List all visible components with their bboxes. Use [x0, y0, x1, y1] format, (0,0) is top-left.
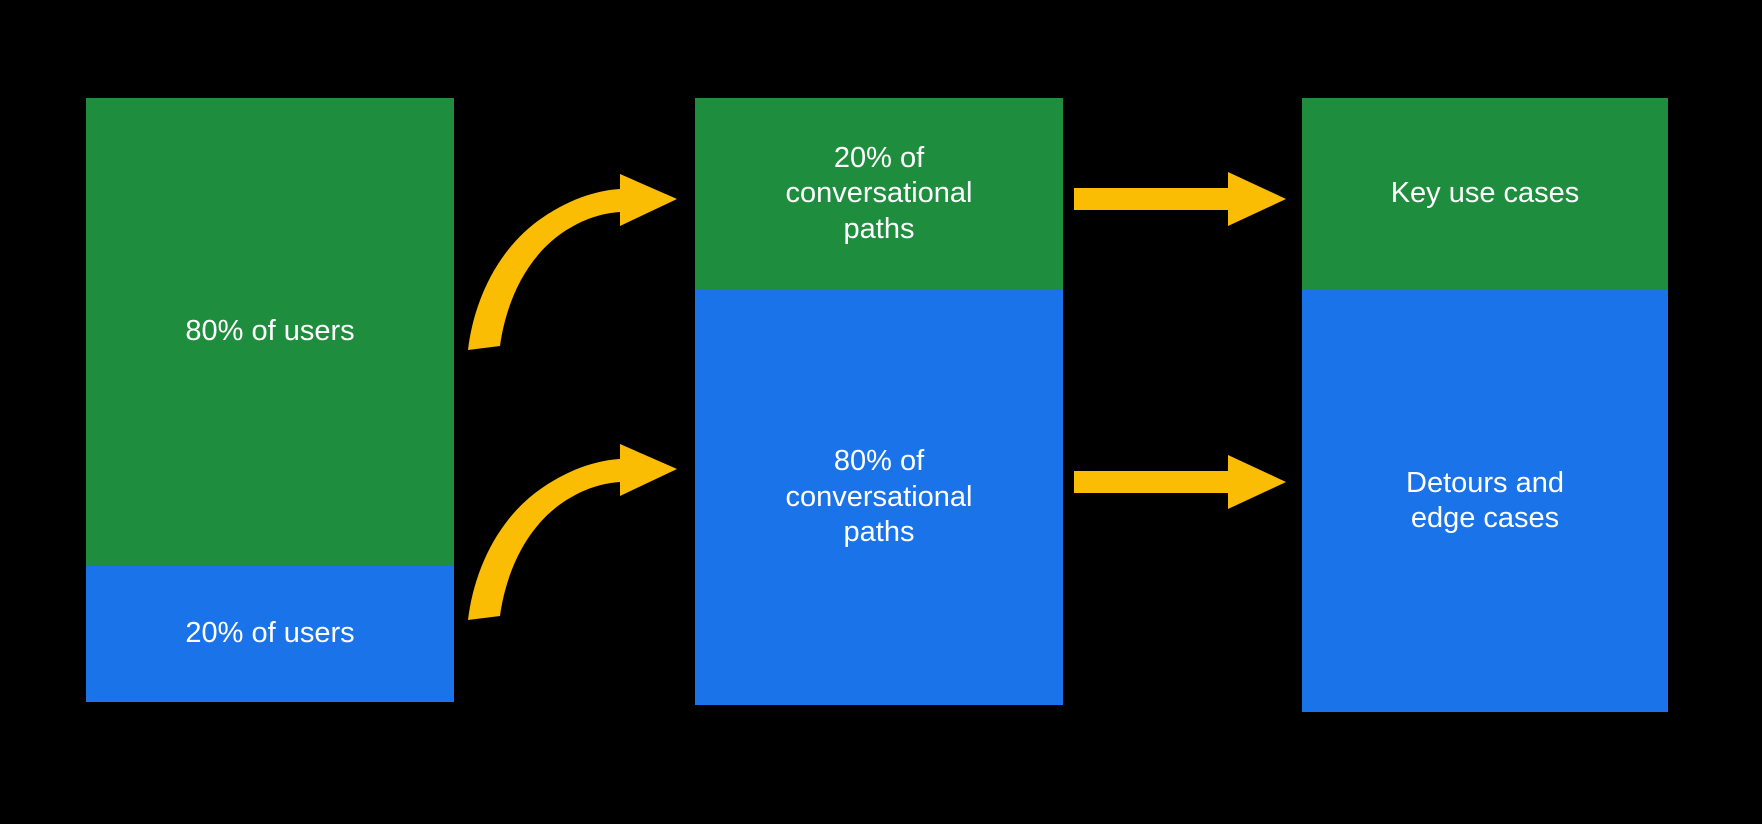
- curved-arrow-blue-icon: [468, 444, 677, 620]
- segment-label: 80% of users: [185, 315, 355, 348]
- segment-paths-blue: 80% of conversational paths: [695, 290, 1063, 705]
- segment-outcomes-blue: Detours and edge cases: [1302, 290, 1668, 712]
- segment-label: 20% of conversational paths: [785, 141, 973, 245]
- column-conversational-paths: 20% of conversational paths 80% of conve…: [695, 98, 1063, 705]
- segment-paths-green: 20% of conversational paths: [695, 98, 1063, 290]
- column-users: 80% of users 20% of users: [86, 98, 454, 702]
- segment-label: Key use cases: [1390, 177, 1580, 210]
- segment-label: Detours and edge cases: [1406, 466, 1564, 534]
- column-outcomes: Key use cases Detours and edge cases: [1302, 98, 1668, 712]
- segment-users-green: 80% of users: [86, 98, 454, 566]
- straight-arrow-green-icon: [1074, 172, 1286, 226]
- segment-label: 80% of conversational paths: [785, 445, 973, 549]
- straight-arrow-blue-icon: [1074, 455, 1286, 509]
- segment-users-blue: 20% of users: [86, 566, 454, 702]
- curved-arrow-green-icon: [468, 174, 677, 350]
- segment-label: 20% of users: [185, 617, 355, 650]
- segment-outcomes-green: Key use cases: [1302, 98, 1668, 290]
